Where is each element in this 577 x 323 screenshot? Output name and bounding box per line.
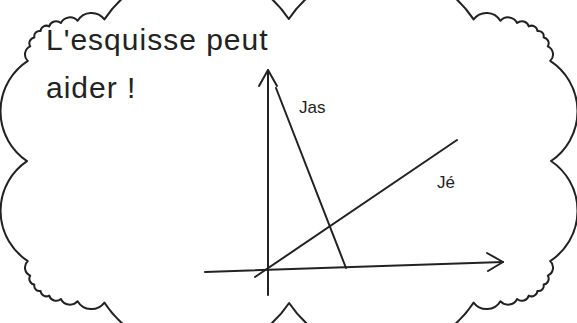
line-label: Jas — [299, 98, 325, 118]
line-label: Jé — [437, 173, 455, 193]
jas-line — [276, 88, 346, 268]
horizontal-axis — [205, 262, 503, 272]
vertical-axis — [267, 70, 269, 295]
axis-arrowhead — [487, 253, 503, 271]
cloud-text: L'esquisse peut aider ! — [46, 16, 296, 112]
axis-arrowhead — [259, 70, 277, 86]
je-line — [255, 140, 457, 277]
